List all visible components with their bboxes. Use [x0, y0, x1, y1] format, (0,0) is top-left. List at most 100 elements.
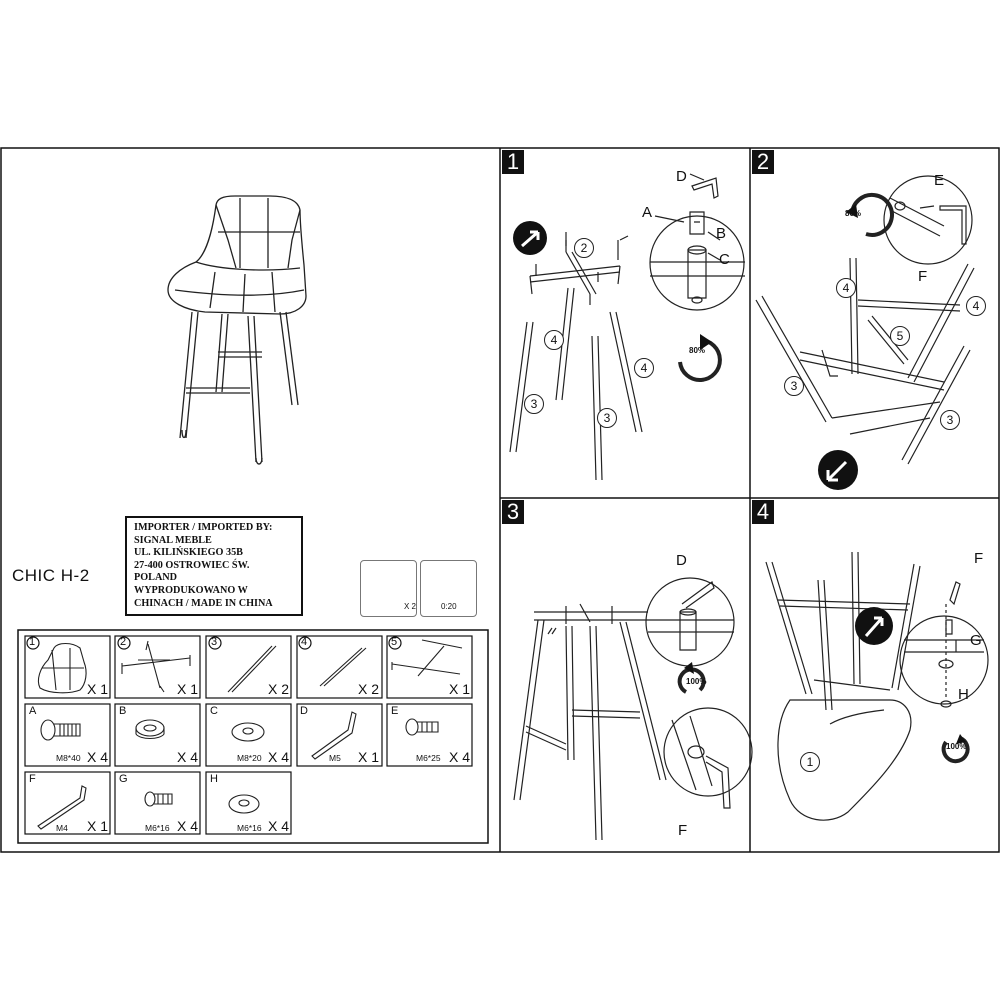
key-f-drawing [37, 785, 87, 830]
part-letter: B [119, 705, 127, 717]
step2-part-3: 3 [940, 410, 960, 430]
step1-rotation-label: 80% [689, 346, 706, 355]
part-spec: M5 [329, 753, 341, 763]
part-qty: X 4 [268, 818, 290, 834]
step3-rotation-icon [684, 662, 694, 674]
step4-rotation-label: 100% [946, 742, 967, 751]
bolt-e-drawing [405, 718, 439, 736]
people-hint-box [360, 560, 417, 617]
part-spec: M6*16 [237, 823, 262, 833]
part-letter: G [119, 773, 128, 785]
step1-label-d: D [676, 168, 687, 185]
parts-box [17, 629, 489, 844]
part-qty: X 1 [87, 681, 109, 697]
step-2-badge: 2 [752, 150, 774, 174]
part-leg3-drawing [227, 645, 277, 693]
importer-line: SIGNAL MEBLE [134, 534, 212, 546]
step2-detail-circle [883, 175, 973, 265]
part-cell-H [205, 771, 292, 835]
step1-part-2: 2 [574, 238, 594, 258]
part-qty: X 1 [449, 681, 471, 697]
part-letter: F [29, 773, 36, 785]
assembly-time: 0:20 [441, 602, 457, 611]
step3-artwork [513, 577, 753, 841]
chair-illustration [167, 195, 307, 465]
step1-part-3: 3 [597, 408, 617, 428]
part-number: 2 [120, 636, 127, 648]
importer-label: IMPORTER / IMPORTED BY: SIGNAL MEBLE UL.… [125, 516, 303, 616]
part-qty: X 1 [177, 681, 199, 697]
part-letter: A [29, 705, 37, 717]
step3-label-f: F [678, 822, 688, 839]
step2-part-3: 3 [784, 376, 804, 396]
part-cell-F [24, 771, 111, 835]
step1-arrow-icon [513, 221, 712, 350]
importer-line: IMPORTER / IMPORTED BY: [134, 522, 273, 533]
importer-line: POLAND [134, 572, 178, 584]
key-d-drawing [311, 711, 357, 760]
part-cell-4 [296, 635, 383, 699]
part-spec: M8*40 [56, 753, 81, 763]
part-spec: M4 [56, 823, 68, 833]
part-qty: X 1 [87, 818, 109, 834]
step-3-badge: 3 [502, 500, 524, 524]
step2-artwork [755, 175, 975, 465]
step3-detail-bottom-circle [663, 707, 753, 797]
part-letter: D [300, 705, 308, 717]
step1-part-3: 3 [524, 394, 544, 414]
part-letter: C [210, 705, 218, 717]
step1-label-b: B [716, 225, 727, 242]
bolt-g-drawing [144, 791, 173, 807]
part-qty: X 4 [177, 749, 199, 765]
people-count: X 2 [404, 602, 417, 611]
part-number: 1 [29, 636, 36, 648]
step1-key-d [691, 177, 719, 199]
step1-detail-circle [649, 215, 745, 311]
step2-rotation-label: 80% [845, 209, 862, 218]
part-leg4-drawing [319, 647, 367, 687]
part-number: 3 [211, 636, 218, 648]
part-number: 4 [301, 636, 308, 648]
part-qty: X 4 [177, 818, 199, 834]
step2-part-4: 4 [966, 296, 986, 316]
step-4-badge: 4 [752, 500, 774, 524]
part-number: 5 [391, 636, 398, 648]
step4-label-f: F [974, 550, 984, 567]
importer-line: WYPRODUKOWANO W [134, 584, 248, 596]
step3-detail-top-circle [645, 577, 735, 667]
step1-part-4: 4 [634, 358, 654, 378]
step2-label-e: E [934, 172, 945, 189]
step4-part-1: 1 [800, 752, 820, 772]
time-hint-box [420, 560, 477, 617]
bolt-a-drawing [40, 719, 81, 741]
part-letter: E [391, 705, 399, 717]
part-qty: X 4 [87, 749, 109, 765]
part-cell-G [114, 771, 201, 835]
part-spec: M8*20 [237, 753, 262, 763]
step4-label-h: H [958, 686, 969, 703]
product-name: CHIC H-2 [12, 566, 90, 585]
washer-h-drawing [228, 794, 260, 814]
part-letter: H [210, 773, 218, 785]
part-qty: X 4 [449, 749, 471, 765]
part-qty: X 2 [268, 681, 290, 697]
part-qty: X 2 [358, 681, 380, 697]
importer-line: UL. KILIŃSKIEGO 35B [134, 547, 243, 559]
step1-label-c: C [719, 251, 730, 268]
part-cell-E [386, 703, 473, 767]
part-footrest-drawing [391, 639, 463, 677]
step-1-badge: 1 [502, 150, 524, 174]
step4-detail-circle [899, 615, 989, 705]
importer-line: 27-400 OSTROWIEC ŚW. [134, 559, 250, 571]
part-base-drawing [121, 640, 191, 693]
importer-line: CHINACH / MADE IN CHINA [134, 597, 273, 609]
part-cell-D [296, 703, 383, 767]
step4-label-g: G [970, 632, 982, 649]
part-seat-drawing [37, 642, 87, 694]
part-cell-5 [386, 635, 473, 699]
washer-b-drawing [135, 719, 165, 740]
part-cell-2 [114, 635, 201, 699]
part-qty: X 1 [358, 749, 380, 765]
step2-part-5: 5 [890, 326, 910, 346]
